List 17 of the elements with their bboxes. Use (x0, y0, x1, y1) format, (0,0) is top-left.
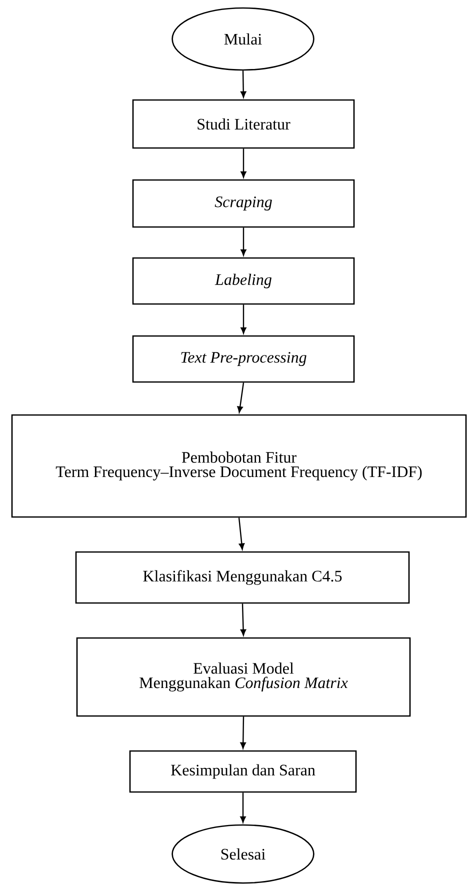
process-box: Pembobotan Fitur Term Frequency–Inverse Document Frequency (TF-IDF) (11, 414, 467, 518)
process-box: Labeling (132, 257, 355, 305)
arrow (240, 792, 246, 823)
arrow (237, 382, 244, 413)
arrow (240, 304, 246, 334)
arrow (240, 228, 246, 256)
process-box: Evaluasi Model Menggunakan Confusion Matrix (76, 637, 411, 717)
arrow (240, 604, 246, 636)
arrow (240, 148, 246, 178)
arrow (240, 716, 246, 749)
process-box: Text Pre-processing (132, 335, 355, 383)
process-box: Scraping (132, 179, 355, 228)
arrow (240, 70, 246, 98)
arrow (238, 518, 245, 550)
process-box: Studi Literatur (132, 99, 355, 149)
process-box: Klasifikasi Menggunakan C4.5 (75, 551, 410, 604)
process-box: Kesimpulan dan Saran (129, 750, 357, 793)
